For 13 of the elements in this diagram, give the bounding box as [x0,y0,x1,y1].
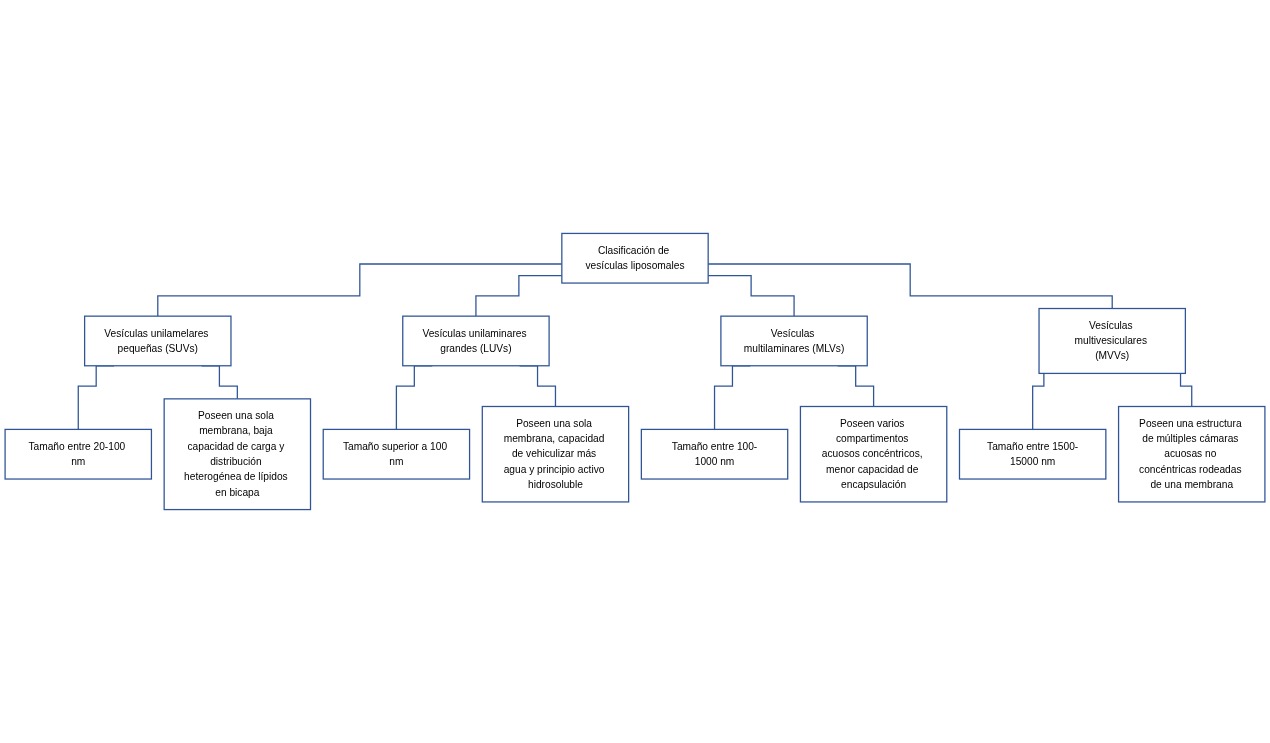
node-box: Vesículas unilamelares pequeñas (SUVs) [84,315,232,367]
node-box: Vesículas multivesiculares (MVVs) [1038,307,1186,375]
node-box: Poseen una estructura de múltiples cámaras acuosas no concéntricas rodeadas de una membrana [1117,405,1266,503]
node-box: Poseen varios compartimentos acuosos concéntricos, menor capacidad de encapsulación [799,405,948,503]
node-box: Poseen una sola membrana, capacidad de vehiculizar más agua y principio activo hidrosoluble [481,405,630,503]
node-box: Tamaño entre 20-100 nm [4,428,153,480]
node-box: Vesículas multilaminares (MLVs) [720,315,868,367]
node-box: Clasificación de vesículas liposomales [561,232,709,284]
node-box: Tamaño superior a 100 nm [322,428,471,480]
node-box: Tamaño entre 1500-15000 nm [958,428,1107,480]
node-box: Poseen una sola membrana, baja capacidad de carga y distribución heterogénea de lípidos en bicapa [163,398,312,511]
node-box: Tamaño entre 100-1000 nm [640,428,789,480]
node-box: Vesículas unilaminares grandes (LUVs) [402,315,550,367]
